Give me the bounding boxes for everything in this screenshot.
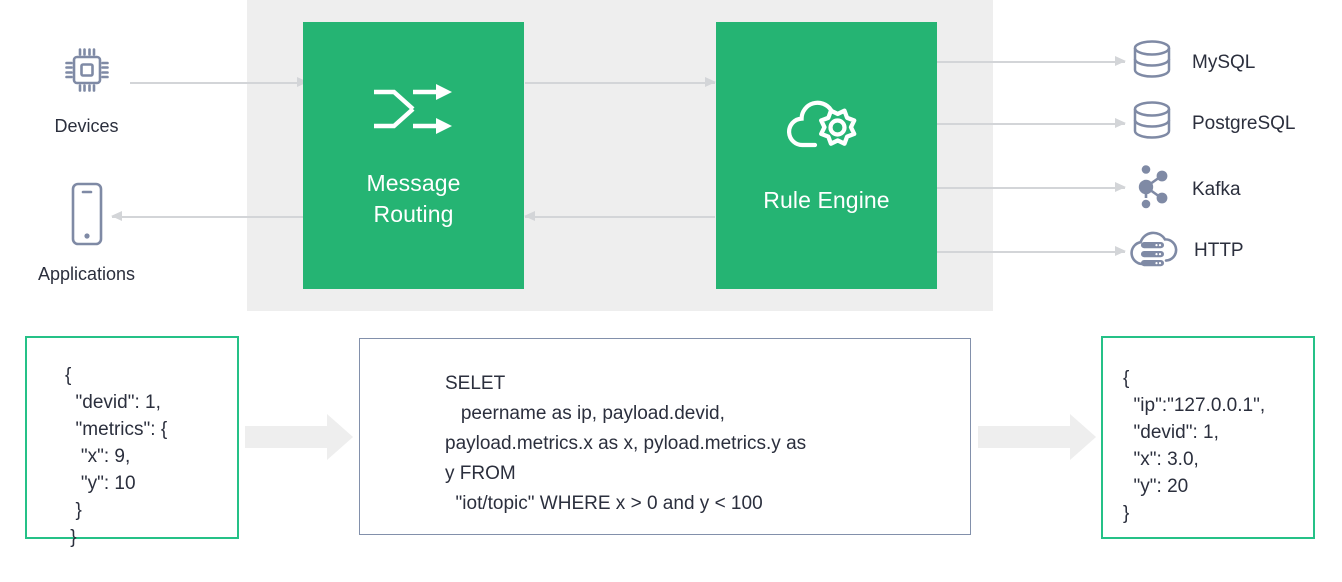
sink-kafka[interactable]: Kafka xyxy=(1128,163,1241,216)
sink-http-label: HTTP xyxy=(1194,239,1244,261)
sink-mysql-label: MySQL xyxy=(1192,51,1256,73)
connector-rule-engine-to-kafka xyxy=(937,182,1126,193)
connector-rule-engine-to-routing xyxy=(524,211,715,222)
block-rule-engine-label: Rule Engine xyxy=(763,186,890,213)
sink-postgresql[interactable]: PostgreSQL xyxy=(1128,99,1296,148)
source-devices[interactable]: Devices xyxy=(19,40,154,137)
output-payload-sample: { "ip":"127.0.0.1", "devid": 1, "x": 3.0… xyxy=(1101,336,1315,539)
source-applications[interactable]: Applications xyxy=(19,180,154,285)
mobile-phone-icon xyxy=(65,180,109,253)
connector-rule-engine-to-postgresql xyxy=(937,118,1126,129)
connector-devices-to-routing xyxy=(130,77,308,88)
connector-rule-engine-to-http xyxy=(937,246,1126,257)
chip-icon xyxy=(57,40,117,105)
input-payload-sample: { "devid": 1, "metrics": { "x": 9, "y": … xyxy=(25,336,239,548)
sink-mysql[interactable]: MySQL xyxy=(1128,38,1255,87)
database-icon xyxy=(1128,38,1176,87)
connector-rule-engine-to-mysql xyxy=(937,56,1126,67)
cloud-server-icon xyxy=(1128,226,1178,275)
sink-postgresql-label: PostgreSQL xyxy=(1192,112,1296,134)
connector-routing-to-applications xyxy=(111,211,307,222)
sink-http[interactable]: HTTP xyxy=(1128,226,1244,275)
source-applications-label: Applications xyxy=(37,264,136,284)
block-message-routing[interactable]: Message Routing xyxy=(303,22,524,289)
database-icon xyxy=(1128,99,1176,148)
shuffle-arrows-icon xyxy=(372,81,456,142)
block-message-routing-label-1: Message xyxy=(366,170,461,196)
flow-arrow-sql-to-output xyxy=(978,414,1096,460)
block-rule-engine[interactable]: Rule Engine xyxy=(716,22,937,289)
sink-kafka-label: Kafka xyxy=(1192,178,1241,200)
source-devices-label: Devices xyxy=(54,116,119,136)
kafka-nodes-icon xyxy=(1128,163,1176,216)
flow-arrow-input-to-sql xyxy=(245,414,353,460)
block-message-routing-label-2: Routing xyxy=(373,201,454,227)
cloud-gear-icon xyxy=(786,96,867,163)
connector-routing-to-rule-engine xyxy=(525,77,716,88)
rule-sql-statement: SELET peername as ip, payload.devid, pay… xyxy=(359,338,971,535)
